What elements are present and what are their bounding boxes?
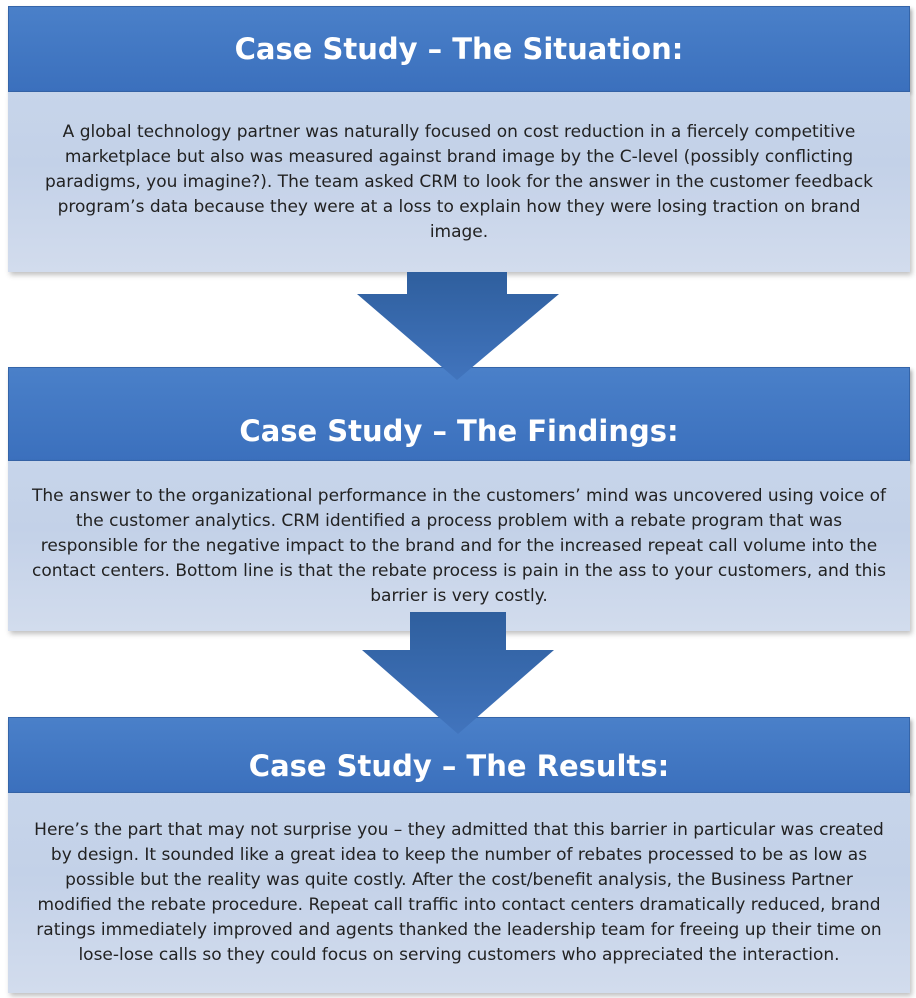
findings-text: The answer to the organizational perform… bbox=[31, 485, 887, 606]
results-title: Case Study – The Results: bbox=[248, 749, 670, 783]
results-body: Here’s the part that may not surprise yo… bbox=[8, 793, 910, 993]
down-arrow-icon bbox=[357, 272, 559, 380]
situation-text: A global technology partner was naturall… bbox=[44, 121, 874, 242]
situation-body: A global technology partner was naturall… bbox=[8, 92, 910, 272]
results-text: Here’s the part that may not surprise yo… bbox=[34, 820, 884, 965]
situation-header: Case Study – The Situation: bbox=[8, 6, 910, 92]
down-arrow-icon bbox=[362, 612, 554, 734]
findings-title: Case Study – The Findings: bbox=[239, 414, 679, 448]
situation-title: Case Study – The Situation: bbox=[234, 32, 684, 66]
findings-body: The answer to the organizational perform… bbox=[8, 461, 910, 631]
findings-header: Case Study – The Findings: bbox=[8, 367, 910, 461]
